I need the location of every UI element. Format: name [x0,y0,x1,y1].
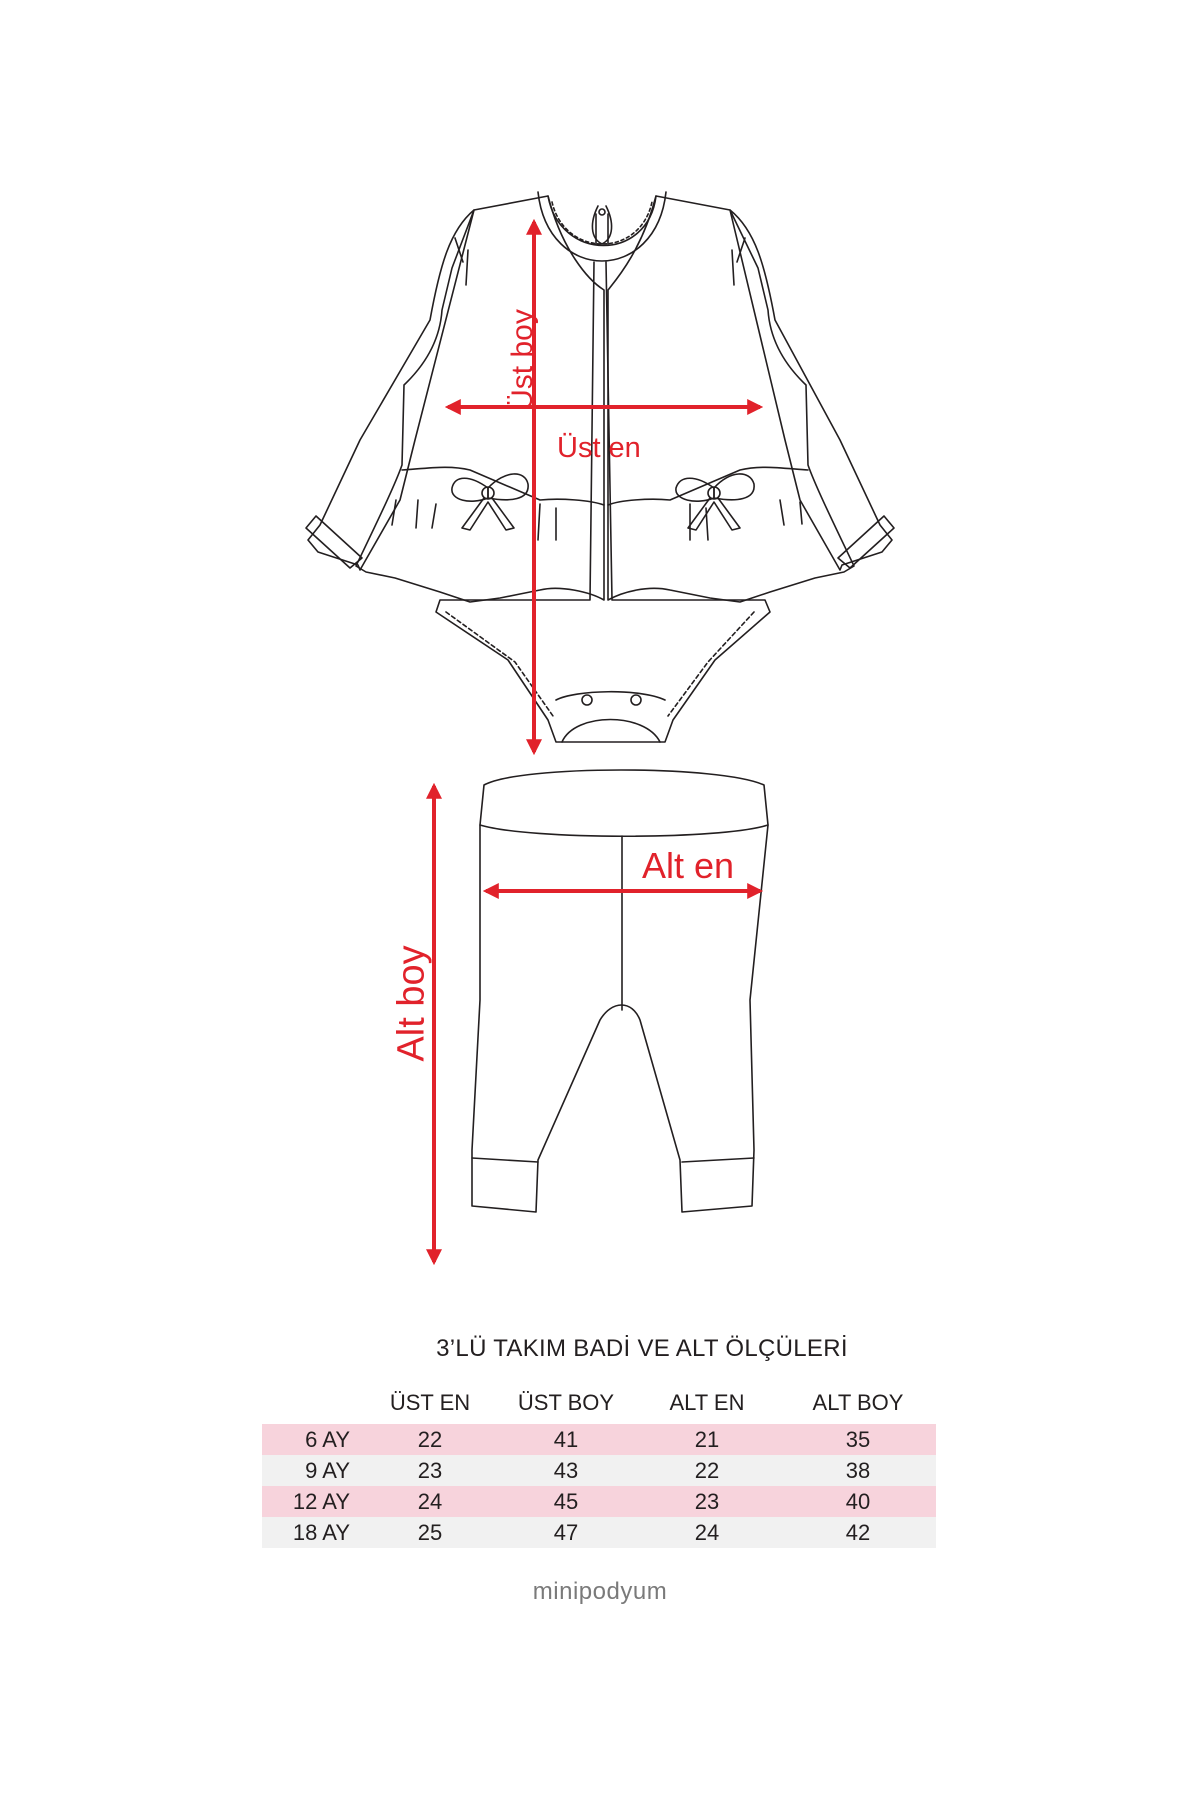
cell-alt-boy: 42 [780,1517,936,1548]
alt-en-label: Alt en [642,845,735,886]
cell-alt-en: 22 [634,1455,780,1486]
table-row: 9 AY 23 43 22 38 [262,1455,936,1486]
row-label: 18 AY [262,1517,362,1548]
left-bow [451,473,529,531]
cell-alt-boy: 35 [780,1424,936,1455]
vest-left-panel [355,195,605,603]
left-sleeve [307,209,475,571]
ust-boy-label: Üst boy [505,309,539,411]
header-blank [262,1382,362,1424]
cell-ust-en: 23 [362,1455,498,1486]
header-alt-en: ALT EN [669,1390,745,1415]
size-table-title: 3’LÜ TAKIM BADİ VE ALT ÖLÇÜLERİ [436,1335,848,1362]
header-alt-boy: ALT BOY [812,1390,904,1415]
row-label: 12 AY [262,1486,362,1517]
bodysuit-body [435,261,771,743]
neckline [547,195,657,247]
cell-ust-en: 25 [362,1517,498,1548]
cell-ust-boy: 45 [498,1486,634,1517]
cell-ust-en: 24 [362,1486,498,1517]
right-bow [675,473,755,531]
trousers-waistband [479,769,769,838]
size-table-header: ÜST EN ÜST BOY ALT EN ALT BOY [262,1382,936,1424]
table-row: 18 AY 25 47 24 42 [262,1517,936,1548]
size-table: ÜST EN ÜST BOY ALT EN ALT BOY 6 AY 22 41… [262,1382,936,1548]
brand-logo: minipodyum [532,1578,668,1605]
table-row: 12 AY 24 45 23 40 [262,1486,936,1517]
left-cuff [305,515,363,569]
cell-ust-boy: 43 [498,1455,634,1486]
alt-boy-label: Alt boy [390,945,433,1062]
header-ust-boy: ÜST BOY [517,1390,615,1415]
cell-ust-boy: 47 [498,1517,634,1548]
cell-alt-en: 23 [634,1486,780,1517]
measurement-arrows [426,218,764,1266]
cell-alt-en: 21 [634,1424,780,1455]
cell-ust-boy: 41 [498,1424,634,1455]
vest-right-panel [607,195,855,603]
right-cuff [837,515,895,569]
cell-alt-boy: 40 [780,1486,936,1517]
cell-ust-en: 22 [362,1424,498,1455]
right-sleeve [729,209,893,571]
cell-alt-en: 24 [634,1517,780,1548]
trousers-drawing [471,769,769,1213]
cell-alt-boy: 38 [780,1455,936,1486]
bodysuit-vest-drawing [305,191,895,743]
row-label: 9 AY [262,1455,362,1486]
row-label: 6 AY [262,1424,362,1455]
ust-en-label: Üst en [557,432,641,464]
header-ust-en: ÜST EN [389,1390,471,1415]
table-row: 6 AY 22 41 21 35 [262,1424,936,1455]
